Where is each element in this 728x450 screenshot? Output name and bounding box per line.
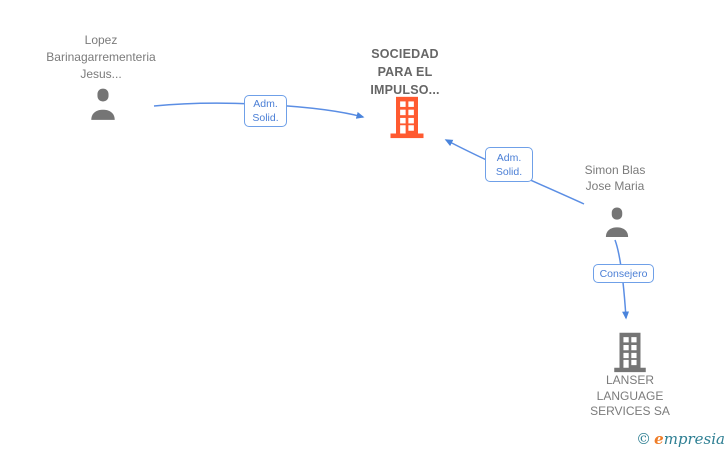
edge-label-line: Solid.: [252, 112, 279, 124]
node-label-line: Jesus...: [80, 67, 122, 81]
node-label-line: LANGUAGE: [596, 388, 664, 403]
person-icon[interactable]: [599, 204, 635, 240]
node-label-line: LANSER: [605, 373, 655, 387]
node-label-person-simon[interactable]: Simon Blas Jose Maria: [549, 162, 681, 194]
edge-label-consejero[interactable]: Consejero: [593, 264, 654, 283]
brand-rest: mpresia: [663, 430, 725, 448]
node-label-company-sociedad[interactable]: SOCIEDAD PARA EL IMPULSO...: [344, 45, 466, 99]
node-label-line: SERVICES SA: [590, 404, 670, 418]
node-label-company-lanser[interactable]: LANSER LANGUAGE SERVICES SA: [564, 373, 696, 420]
node-label-line: PARA EL: [377, 65, 433, 79]
building-icon-orange[interactable]: [385, 95, 429, 139]
edge-label-adm-solid-1[interactable]: Adm. Solid.: [244, 95, 287, 127]
empresia-logo[interactable]: ©empresia: [636, 430, 725, 448]
person-icon[interactable]: [84, 85, 122, 123]
node-label-line: Jose Maria: [585, 179, 645, 193]
node-label-person-lopez[interactable]: Lopez Barinagarrementeria Jesus...: [19, 32, 183, 83]
edge-label-line: Solid.: [495, 165, 523, 178]
edge-label-adm-solid-2[interactable]: Adm. Solid.: [485, 147, 533, 182]
node-label-line: Barinagarrementeria: [46, 50, 156, 64]
node-label-line: Simon Blas: [584, 163, 646, 177]
node-label-line: Lopez: [84, 33, 118, 47]
edge-label-line: Consejero: [599, 267, 648, 280]
brand-initial: e: [654, 430, 664, 448]
copyright-symbol: ©: [636, 430, 652, 448]
edge-label-line: Adm.: [253, 98, 278, 110]
building-icon-gray[interactable]: [609, 331, 651, 373]
node-label-line: IMPULSO...: [370, 83, 440, 97]
node-label-line: SOCIEDAD: [371, 47, 439, 61]
edge-label-line: Adm.: [496, 151, 522, 164]
